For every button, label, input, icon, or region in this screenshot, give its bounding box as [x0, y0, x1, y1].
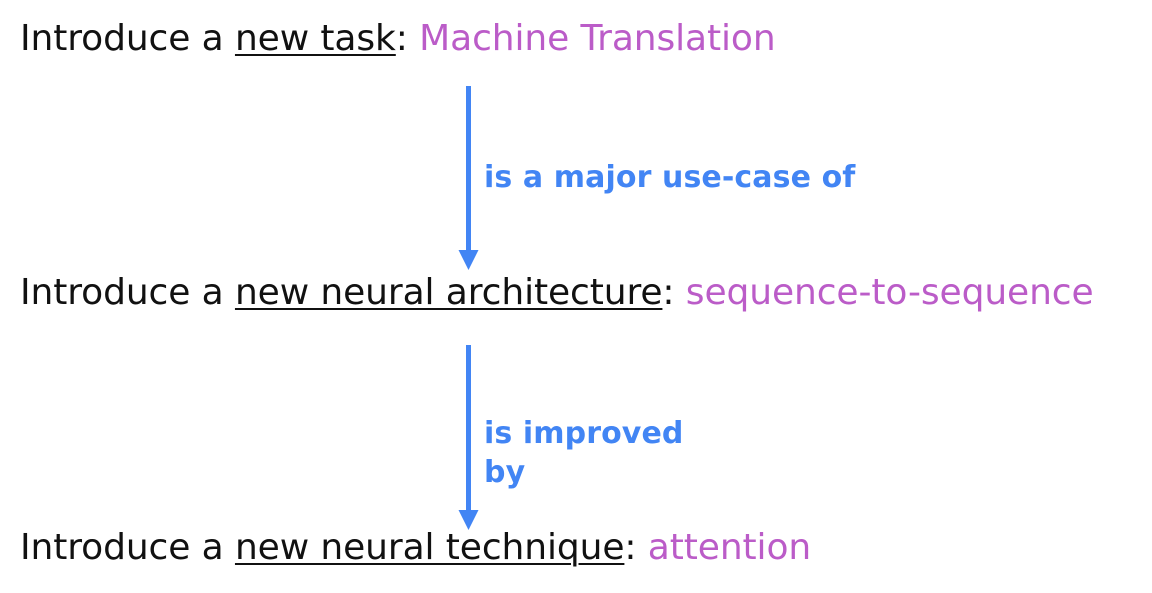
flow-node-technique-lead: Introduce a [20, 527, 235, 568]
flow-edge-label-1: is a major use-case of [484, 160, 856, 195]
flow-node-task: Introduce a new task: Machine Translatio… [20, 18, 776, 60]
flow-node-architecture-lead: Introduce a [20, 272, 235, 313]
flow-arrow-down-2 [455, 345, 495, 530]
flow-node-architecture-term: sequence-to-sequence [685, 272, 1094, 313]
flow-node-technique: Introduce a new neural technique: attent… [20, 527, 811, 569]
flow-edge-label-2: is improved by [484, 416, 684, 490]
flow-node-task-separator: : [395, 18, 420, 59]
flow-arrow-down-1 [455, 86, 495, 270]
flow-node-technique-term: attention [647, 527, 812, 568]
flow-node-architecture-emphasis: new neural architecture [234, 272, 663, 313]
flow-node-task-emphasis: new task [234, 18, 396, 59]
flow-node-architecture: Introduce a new neural architecture: seq… [20, 272, 1094, 314]
flow-node-task-lead: Introduce a [20, 18, 235, 59]
flow-node-task-term: Machine Translation [419, 18, 776, 59]
flow-node-technique-emphasis: new neural technique [234, 527, 625, 568]
flow-node-technique-separator: : [624, 527, 648, 568]
flow-node-architecture-separator: : [662, 272, 686, 313]
